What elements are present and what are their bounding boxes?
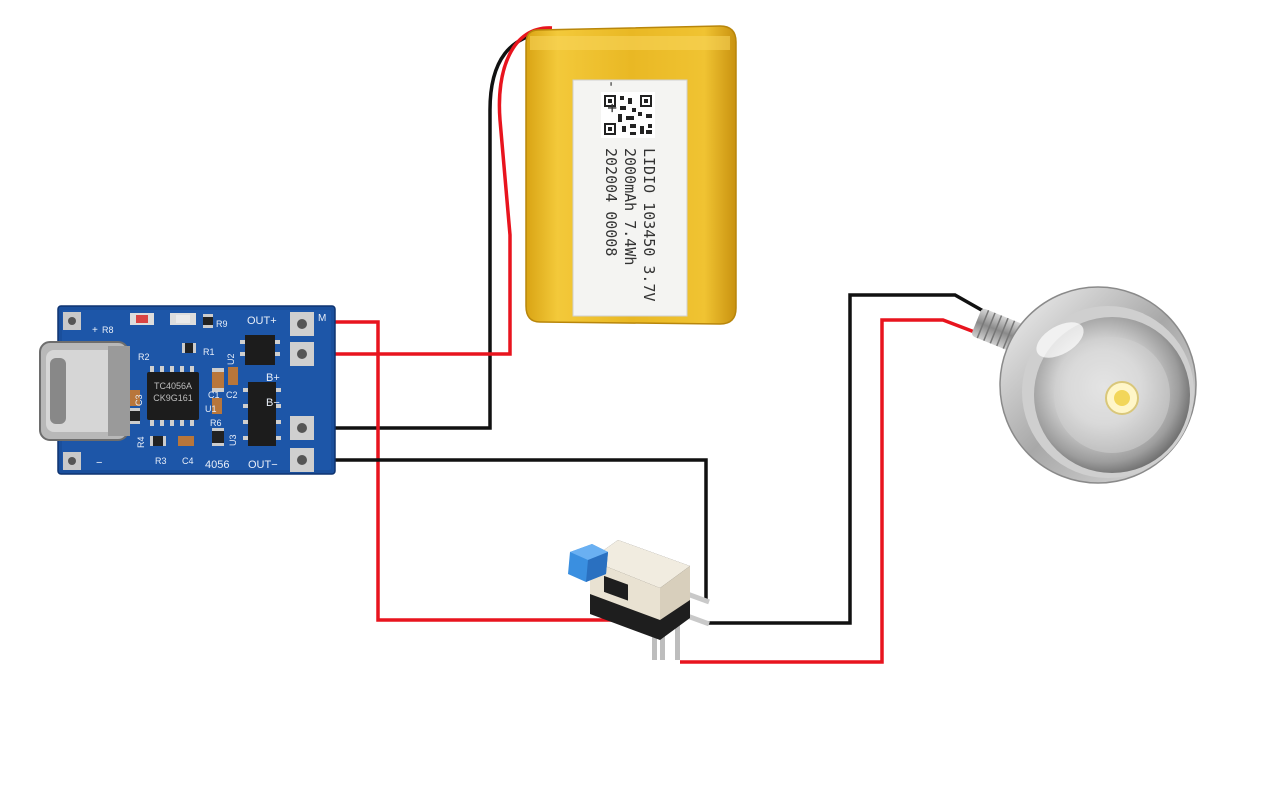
silk-r6: R6	[210, 418, 222, 428]
battery-label-line-3: 202004 00008	[602, 148, 620, 256]
silk-c3: C3	[134, 394, 144, 406]
silk-c4: C4	[182, 456, 194, 466]
wire-led-black	[708, 293, 986, 625]
silk-r9: R9	[216, 319, 228, 329]
wire-outminus-black	[318, 458, 708, 600]
led-lamp	[972, 286, 1197, 484]
switch-cap	[568, 544, 608, 582]
silk-u2: U2	[226, 353, 236, 365]
chip-line-2: CK9G161	[153, 393, 193, 403]
silk-u1: U1	[205, 404, 217, 414]
silk-r8: R8	[102, 325, 114, 335]
silk-c1: C1	[208, 390, 220, 400]
silk-u3: U3	[228, 434, 238, 446]
protection-chips	[240, 335, 281, 446]
silk-model: 4056	[205, 459, 229, 471]
push-switch	[568, 540, 710, 660]
wire-battery-red	[318, 26, 553, 356]
silk-plus: +	[92, 325, 98, 336]
tc4056-chip: TC4056A CK9G161	[147, 366, 199, 426]
silk-minus: −	[96, 457, 102, 469]
pin-label-b-minus: B−	[266, 397, 280, 409]
battery-minus-mark: -	[603, 80, 619, 88]
silk-r1: R1	[203, 347, 215, 357]
silk-r3: R3	[155, 456, 167, 466]
silkscreen: + R8 R9 R2 R1 U1 C1 C2 U2 C3 R4 R6 U3 R3…	[92, 313, 326, 471]
qr-code	[601, 92, 655, 138]
charger-board: TC4056A CK9G161	[39, 305, 336, 475]
pin-label-b-plus: B+	[266, 372, 280, 384]
wire-battery-black	[318, 30, 549, 430]
silk-r4: R4	[136, 436, 146, 448]
output-pads	[290, 312, 314, 472]
battery-label-line-1: LIDIO 103450 3.7V	[640, 148, 658, 302]
lipo-battery: - + LIDIO 103450 3.7V 2000mAh 7.4Wh 2020…	[525, 25, 737, 325]
wire-led-red	[680, 318, 986, 664]
silk-r2: R2	[138, 352, 150, 362]
wire-outplus-red	[318, 320, 662, 622]
pin-label-minus: M	[318, 313, 326, 324]
chip-line-1: TC4056A	[154, 381, 192, 391]
pin-label-out-plus: OUT+	[247, 315, 277, 327]
usb-c-port	[39, 341, 130, 441]
passive-components	[130, 313, 238, 446]
battery-plus-mark: +	[603, 103, 622, 113]
battery-label-line-2: 2000mAh 7.4Wh	[621, 148, 639, 265]
pin-label-out-minus: OUT−	[248, 459, 278, 471]
silk-c2: C2	[226, 390, 238, 400]
